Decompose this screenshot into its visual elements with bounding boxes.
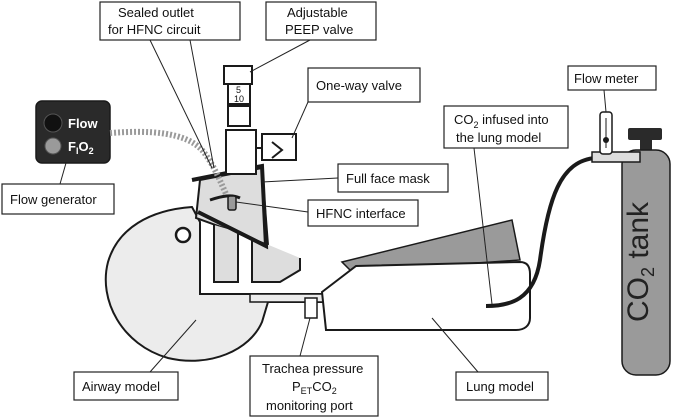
- hfnc-interface-prong: [227, 195, 237, 211]
- co2-infused-rest: infused into: [479, 112, 549, 127]
- sealed-outlet-box: [99, 1, 241, 41]
- co2-infused-box: [443, 105, 569, 149]
- trachea-line1: Trachea pressure: [262, 361, 363, 376]
- one-way-valve-label: One-way valve: [316, 78, 402, 93]
- flow-knob-label: Flow: [68, 116, 98, 131]
- tank-label: CO2 tank: [622, 201, 658, 322]
- fio2-knob: [44, 137, 62, 155]
- one-way-valve-box: [307, 67, 421, 103]
- co2-infused-sub2: 2: [474, 120, 479, 130]
- tank-neck: [640, 140, 652, 150]
- regulator-arm: [591, 151, 641, 163]
- airway-model-box: [73, 371, 179, 401]
- full-face-mask-box: [337, 163, 449, 193]
- lung-model-box: [455, 371, 549, 401]
- lung-model-label: Lung model: [466, 379, 534, 394]
- co2-infused-line2: the lung model: [456, 130, 541, 145]
- co2-tank: CO2 tank: [591, 111, 671, 376]
- peep-mark-bottom: 10: [234, 94, 244, 104]
- peep-valve-box: [265, 1, 377, 41]
- sealed-outlet-line1: Sealed outlet: [118, 5, 194, 20]
- lung-model: [320, 219, 531, 331]
- peep-valve-line2: PEEP valve: [285, 22, 353, 37]
- fio2-knob-label: FIO2: [68, 139, 94, 156]
- tank-label-co: CO: [622, 277, 655, 322]
- flow-meter-label: Flow meter: [574, 71, 639, 86]
- co2-infused-co: CO: [454, 112, 474, 127]
- tank-valve-cap: [628, 128, 662, 140]
- full-face-mask-label: Full face mask: [346, 171, 430, 186]
- trachea-line2: PETCO2: [292, 379, 337, 396]
- flow-generator: Flow FIO2: [35, 100, 111, 164]
- trachea-sub-et: ET: [301, 386, 313, 396]
- flow-meter-box: [567, 65, 657, 91]
- sealed-outlet-line2: for HFNC circuit: [108, 22, 201, 37]
- flow-generator-label: Flow generator: [10, 192, 97, 207]
- fio2-o: O: [78, 139, 88, 154]
- trachea-line3: monitoring port: [266, 398, 353, 413]
- hfnc-heated-tube: [109, 128, 229, 196]
- hfnc-interface-label: HFNC interface: [316, 206, 406, 221]
- tank-body: [621, 149, 671, 376]
- flow-knob: [43, 113, 63, 133]
- trachea-box: [249, 355, 379, 417]
- fio2-sub-2: 2: [89, 146, 94, 156]
- trachea-co: CO: [312, 379, 332, 394]
- airway-eye: [174, 226, 192, 244]
- peep-valve-cap: [223, 65, 253, 85]
- airway-model-label: Airway model: [82, 379, 160, 394]
- peep-mark-top: 5: [236, 85, 241, 95]
- peep-valve-base: [227, 105, 251, 127]
- trachea-sub-2: 2: [332, 386, 337, 396]
- fio2-sub-i: I: [76, 146, 79, 156]
- co2-infused-line1: CO2 infused into: [454, 112, 549, 130]
- co2-supply-line: [485, 156, 597, 308]
- hfnc-cannula: [209, 194, 241, 202]
- flow-generator-box: [1, 183, 115, 215]
- tank-label-sub2: 2: [638, 267, 658, 277]
- peep-valve-line1: Adjustable: [287, 5, 348, 20]
- trachea-p: P: [292, 379, 301, 394]
- hfnc-interface-box: [307, 199, 419, 227]
- tank-label-tank: tank: [622, 201, 655, 267]
- outlet-column: 5 10: [223, 65, 297, 175]
- full-face-mask: [191, 163, 301, 283]
- fio2-f: F: [68, 139, 76, 154]
- trachea-port: [304, 297, 318, 319]
